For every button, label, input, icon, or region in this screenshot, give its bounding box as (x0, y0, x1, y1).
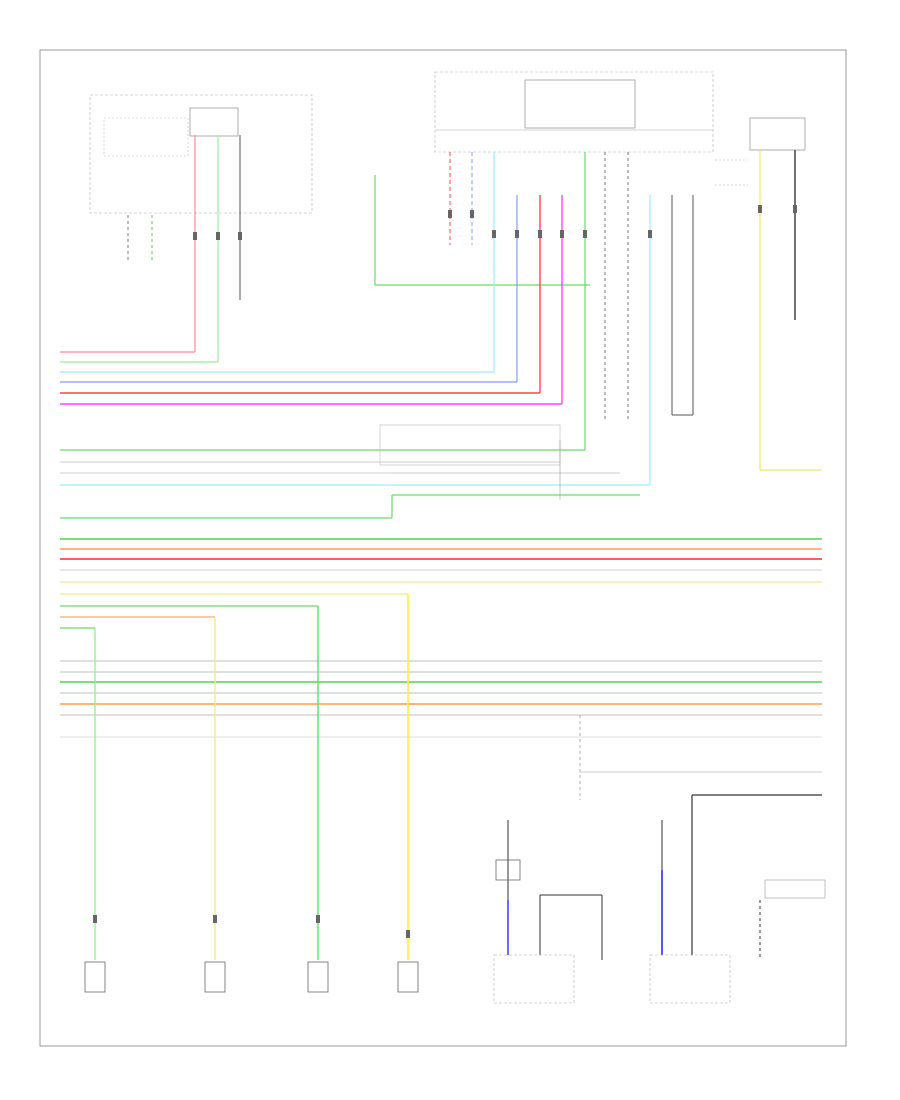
bus-group-4 (60, 660, 822, 800)
ecm-top-box (434, 71, 714, 153)
bus-group-2 (60, 424, 650, 519)
shift-solenoid-c (307, 961, 329, 993)
trans-speed-sensor-2 (649, 794, 826, 1004)
sensor-top-right (715, 117, 822, 471)
bus-group-3 (60, 538, 822, 629)
diagram-border (39, 49, 847, 1047)
shift-solenoid-d (397, 961, 419, 993)
wires-top-vertical (374, 152, 694, 485)
shift-solenoid-b (204, 961, 226, 993)
trans-speed-sensor-1 (493, 820, 603, 1004)
shift-solenoids (84, 961, 419, 993)
wires-left-vertical (127, 135, 241, 362)
connector-marks (93, 205, 797, 938)
ecm-left-box (89, 94, 313, 214)
solenoid-wires (94, 594, 409, 960)
bus-group-1 (60, 351, 562, 405)
shift-solenoid-a (84, 961, 106, 993)
